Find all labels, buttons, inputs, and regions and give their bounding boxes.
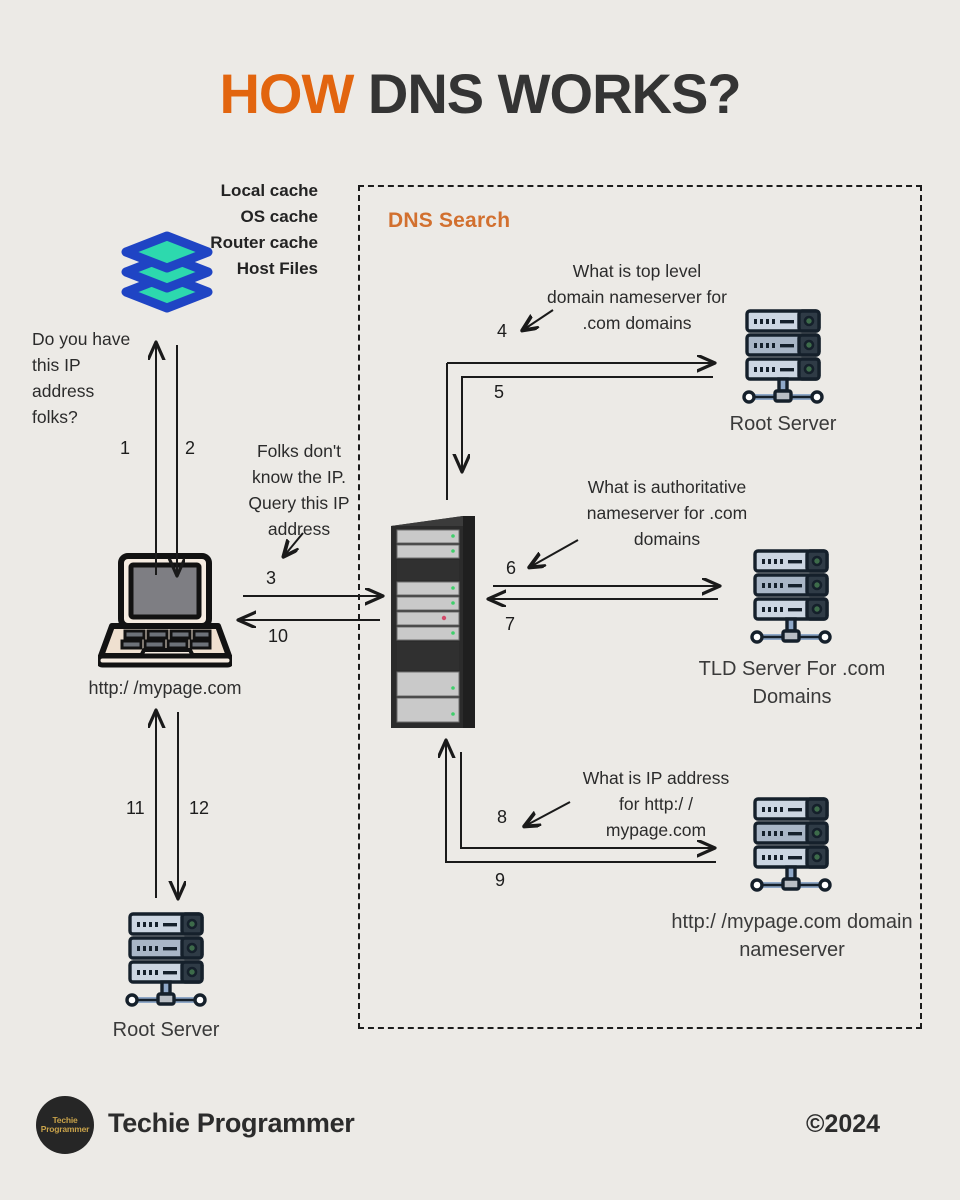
dns-resolver-server-icon bbox=[387, 512, 477, 728]
step-8-label: 8 bbox=[497, 807, 508, 827]
page-title: HOW DNS WORKS? bbox=[0, 66, 960, 122]
step-9-label: 9 bbox=[495, 870, 506, 890]
root-server-top-caption: Root Server bbox=[729, 413, 837, 435]
step-12-label: 12 bbox=[189, 798, 210, 818]
message-ask-ip-address: What is IP address for http:/ / mypage.c… bbox=[582, 768, 730, 840]
copyright-label: ©2024 bbox=[806, 1110, 881, 1138]
root-server-top-icon bbox=[735, 305, 831, 414]
tld-server-caption: TLD Server For .com Domains bbox=[698, 658, 886, 708]
cache-sources-label: Local cache OS cache Router cache Host F… bbox=[210, 181, 318, 278]
root-server-bottom-caption: Root Server bbox=[112, 1019, 220, 1041]
message-ask-tld-nameserver: What is top level domain nameserver for … bbox=[547, 261, 727, 333]
authoritative-nameserver-icon bbox=[743, 793, 839, 902]
step-3-label: 3 bbox=[266, 568, 277, 588]
step-2-label: 2 bbox=[185, 438, 196, 458]
laptop-icon bbox=[95, 552, 235, 670]
title-highlight: HOW bbox=[219, 62, 368, 125]
dns-search-region bbox=[358, 185, 922, 1029]
step-10-label: 10 bbox=[268, 626, 289, 646]
tld-server-icon bbox=[743, 545, 839, 654]
step-6-label: 6 bbox=[506, 558, 517, 578]
dns-search-label: DNS Search bbox=[388, 209, 511, 232]
message-ask-authoritative-nameserver: What is authoritative nameserver for .co… bbox=[586, 477, 748, 549]
step-1-label: 1 bbox=[120, 438, 131, 458]
brand-logo: Techie Programmer bbox=[36, 1096, 94, 1154]
message-ask-cache: Do you have this IP address folks? bbox=[32, 329, 131, 427]
root-server-bottom-icon bbox=[118, 908, 214, 1017]
layers-icon bbox=[118, 228, 216, 316]
step-11-label: 11 bbox=[126, 798, 145, 818]
step-4-label: 4 bbox=[497, 321, 508, 341]
step-7-label: 7 bbox=[505, 614, 516, 634]
title-rest: DNS WORKS? bbox=[367, 62, 742, 125]
client-url-label: http:/ /mypage.com bbox=[88, 678, 242, 698]
message-cache-miss: Folks don't know the IP. Query this IP a… bbox=[248, 441, 350, 539]
brand-logo-line1: Techie bbox=[52, 1115, 78, 1126]
step-5-label: 5 bbox=[494, 382, 505, 402]
authoritative-nameserver-caption: http:/ /mypage.com domain nameserver bbox=[671, 911, 913, 961]
brand-logo-line2: Programmer bbox=[40, 1124, 90, 1134]
brand-name: Techie Programmer bbox=[108, 1108, 355, 1138]
